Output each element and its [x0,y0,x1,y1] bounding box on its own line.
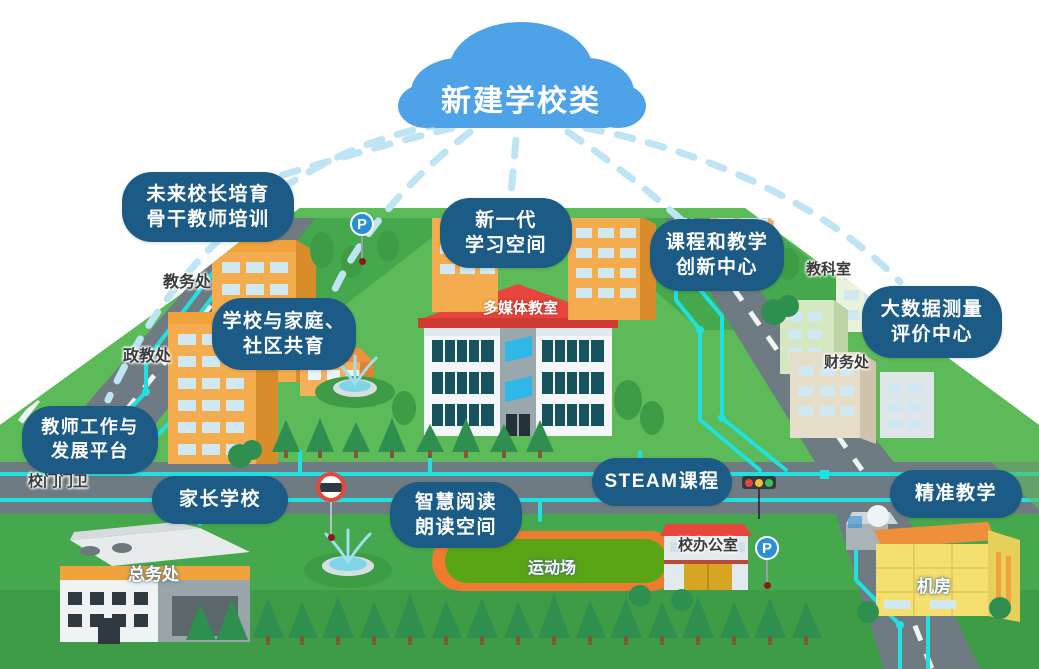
sign-base [358,258,366,265]
map-label-multimedia-class: 多媒体教室 [483,300,559,317]
cloud-title-badge: 新建学校类 [396,18,646,138]
sign-pole [330,502,332,536]
topic-pill-line: 精准教学 [914,483,997,505]
topic-pill-line: STEAM课程 [604,471,720,493]
topic-pill-line: 骨干教师培训 [146,209,270,230]
sign-pole [766,560,768,584]
no-entry-sign [316,472,346,541]
topic-pill-new-gen-space[interactable]: 新一代学习空间 [440,198,572,268]
topic-pill-line: 未来校长培育 [146,183,270,205]
topic-pill-steam-course[interactable]: STEAM课程 [592,458,732,506]
topic-pill-line: 朗读空间 [414,517,497,538]
map-label-gate-guard: 校门门卫 [28,473,89,490]
topic-pill-school-family[interactable]: 学校与家庭、社区共育 [212,298,356,370]
topic-pill-precise-teaching[interactable]: 精准教学 [890,470,1022,518]
topic-pill-line: 智慧阅读 [414,491,497,513]
map-label-moral-education: 政教处 [123,348,172,365]
topic-pill-line: 家长学校 [178,489,261,511]
topic-pill-line: 学习空间 [464,235,547,256]
traffic-light [742,476,776,519]
topic-pill-line: 大数据测量 [880,298,984,320]
topic-pill-line: 新一代 [475,209,537,231]
parking-sign-south: P [755,536,779,589]
no-entry-icon [316,472,346,502]
topic-pill-teacher-platform[interactable]: 教师工作与发展平台 [22,406,158,474]
parking-icon: P [755,536,779,560]
topic-pill-bigdata-center[interactable]: 大数据测量评价中心 [862,286,1002,358]
topic-pill-line: 创新中心 [675,257,758,278]
topic-pill-line: 学校与家庭、 [222,310,346,332]
topic-pill-line: 课程和教学 [665,231,769,253]
parking-icon: P [350,212,374,236]
map-label-finance-office: 财务处 [824,354,870,371]
map-label-general-affairs: 总务处 [128,565,179,584]
topic-pill-parent-school[interactable]: 家长学校 [152,476,288,524]
topic-pill-smart-reading[interactable]: 智慧阅读朗读空间 [390,482,522,548]
map-label-server-room: 机房 [917,577,951,596]
topic-pill-curriculum-center[interactable]: 课程和教学创新中心 [650,219,784,291]
sign-base [327,534,335,541]
sign-base [763,582,771,589]
sign-pole [758,489,760,519]
map-label-school-office: 校办公室 [678,537,739,554]
parking-sign-north: P [350,212,374,265]
topic-pill-line: 社区共育 [242,336,325,357]
topic-pill-line: 评价中心 [890,324,973,345]
map-label-research-room: 教科室 [806,261,852,278]
topic-pill-line: 教师工作与 [41,417,139,438]
sign-pole [361,236,363,260]
map-label-sports-field: 运动场 [528,560,577,577]
map-label-academic-affairs: 教务处 [163,274,212,291]
topic-pill-line: 发展平台 [51,441,129,461]
topic-pill-future-principal[interactable]: 未来校长培育骨干教师培训 [122,172,294,242]
cloud-title-text: 新建学校类 [441,85,601,118]
traffic-light-icon [742,476,776,489]
